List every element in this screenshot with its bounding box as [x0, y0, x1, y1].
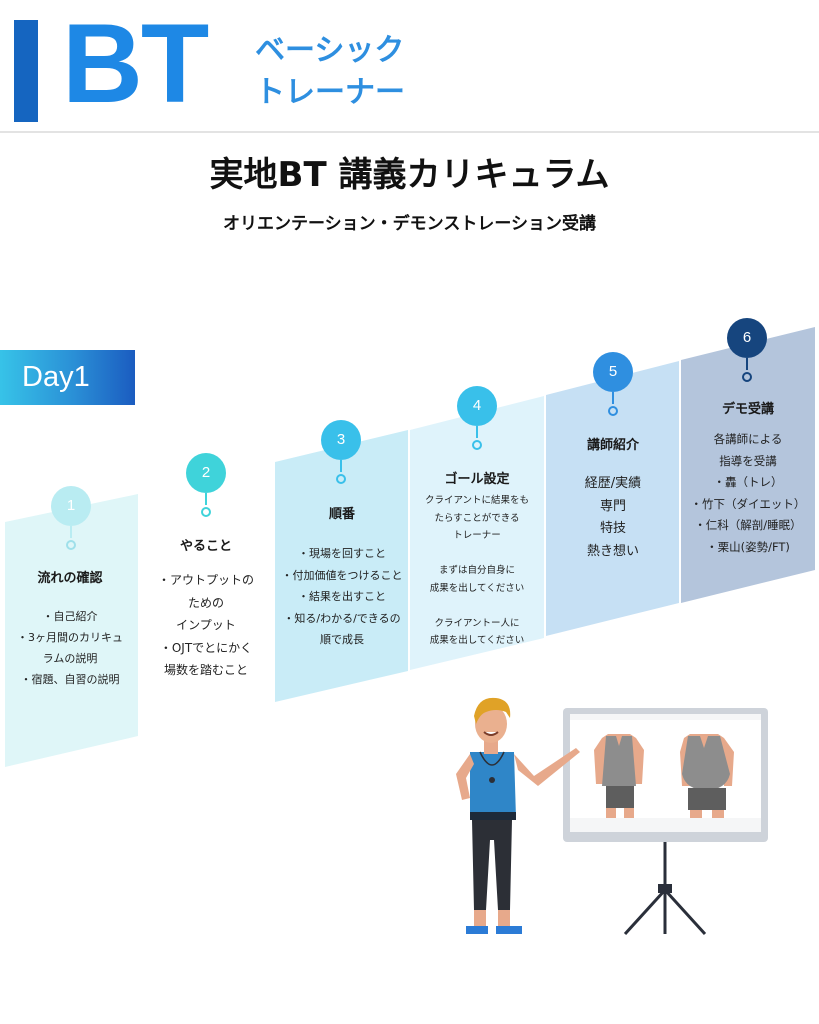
step-body: ・現場を回すこと ・付加価値をつけること ・結果を出すこと ・知る/わかる/でき…	[281, 547, 403, 646]
step-title: デモ受講	[721, 402, 774, 417]
step-connector	[205, 493, 207, 505]
logo-subtitle: ベーシック トレーナー	[255, 30, 405, 114]
step-marker	[472, 440, 482, 450]
trainer-figure	[456, 697, 580, 934]
panel-4	[410, 396, 544, 670]
step-title: 講師紹介	[586, 438, 639, 453]
step-marker	[608, 406, 618, 416]
step-title: ゴール設定	[444, 472, 510, 487]
logo-subtitle-line1: ベーシック	[255, 33, 405, 68]
panel-3	[275, 430, 408, 702]
step-marker	[742, 372, 752, 382]
step-marker	[336, 474, 346, 484]
step-number-circle: 4	[457, 386, 497, 426]
step-body: 経歴/実績 専門 特技 熱き想い	[584, 476, 642, 559]
step-connector	[476, 426, 478, 438]
trainer-presentation-illustration	[456, 697, 768, 936]
logo-text: BT	[62, 1, 209, 126]
panel-6	[681, 327, 815, 603]
logo-bar	[14, 20, 38, 122]
step-title: 流れの確認	[37, 571, 103, 586]
after-body-figure	[680, 734, 734, 818]
step-body: 各講師による 指導を受講 ・轟（トレ） ・竹下（ダイエット） ・仁科（解剖/睡眠…	[690, 432, 806, 554]
panel-5	[546, 361, 679, 636]
step-connector	[340, 460, 342, 472]
day-label: Day1	[22, 361, 90, 393]
step-title: 順番	[328, 507, 355, 522]
step-number-circle: 5	[593, 352, 633, 392]
page-subtitle: オリエンテーション・デモンストレーション受講	[223, 214, 596, 234]
step-marker	[66, 540, 76, 550]
step-number-circle: 1	[51, 486, 91, 526]
day-badge: Day1	[0, 350, 135, 405]
step-body: クライアントに結果をも たらすことができる トレーナー まずは自分自身に 成果を…	[424, 495, 530, 646]
step-number-circle: 2	[186, 453, 226, 493]
whiteboard-icon	[563, 708, 768, 936]
logo-subtitle-line2: トレーナー	[255, 75, 405, 110]
step-number-circle: 6	[727, 318, 767, 358]
page-title: 実地BT 講義カリキュラム	[209, 155, 610, 195]
before-body-figure	[594, 734, 644, 818]
step-connector	[70, 526, 72, 538]
panel-1	[5, 494, 138, 767]
step-body: ・自己紹介 ・3ヶ月間のカリキュ ラムの説明 ・宿題、自習の説明	[17, 610, 123, 686]
header-divider	[0, 131, 819, 133]
step-body: ・アウトプットの ための インプット ・OJTでとにかく 場数を踏むこと	[157, 573, 254, 677]
step-marker	[201, 507, 211, 517]
step-title: やること	[179, 539, 232, 554]
step-connector	[612, 392, 614, 404]
step-connector	[746, 358, 748, 370]
step-number-circle: 3	[321, 420, 361, 460]
